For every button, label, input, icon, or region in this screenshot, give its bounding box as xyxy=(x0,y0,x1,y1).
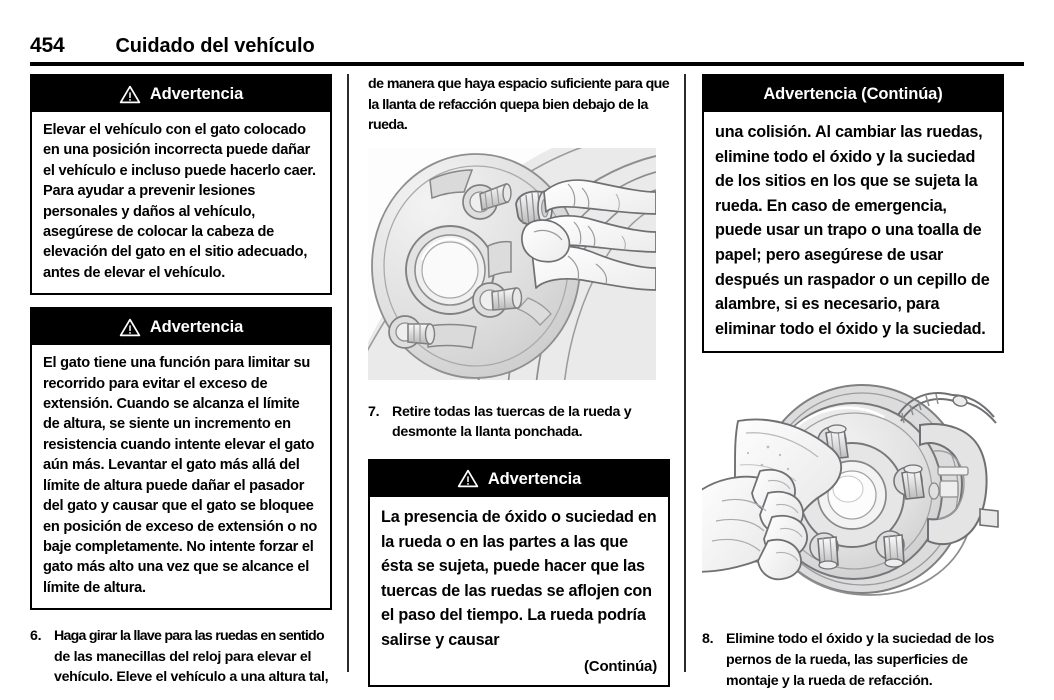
warning-box-rust-dirt: Advertencia La presencia de óxido o suci… xyxy=(368,458,670,688)
warning-triangle-icon xyxy=(119,85,141,103)
warning-box-header: Advertencia (Continúa) xyxy=(704,76,1002,112)
page-number: 454 xyxy=(30,34,65,57)
list-item-step-8: 8. Elimine todo el óxido y la suciedad d… xyxy=(702,629,1004,691)
left-column: Advertencia Elevar el vehículo con el ga… xyxy=(30,74,332,688)
step-text: Haga girar la llave para las ruedas en s… xyxy=(54,626,332,688)
warning-box-body: El gato tiene una función para limitar s… xyxy=(32,345,330,608)
warning-label: Advertencia (Continúa) xyxy=(763,84,943,103)
hand-cleaning-brake-rotor-hub-illustration xyxy=(702,369,1004,608)
spacer xyxy=(368,380,670,402)
wheel-hub-lug-nut-removal-illustration xyxy=(368,147,656,380)
spacer xyxy=(30,295,332,307)
spacer xyxy=(368,136,670,148)
step-text-line-1: Haga girar la llave para las ruedas en s… xyxy=(54,628,325,645)
step-number: 8. xyxy=(702,631,714,648)
column-divider-left xyxy=(347,74,349,672)
warning-text: La presencia de óxido o suciedad en la r… xyxy=(381,507,657,649)
warning-label: Advertencia xyxy=(487,469,582,488)
column-divider-right xyxy=(684,74,686,672)
warning-box-header: Advertencia xyxy=(370,460,668,497)
spacer xyxy=(702,607,1004,629)
warning-box-jack-travel-limit: Advertencia El gato tiene una función pa… xyxy=(30,307,332,611)
middle-column: de manera que haya espacio suficiente pa… xyxy=(368,74,670,688)
warning-box-body: La presencia de óxido o suciedad en la r… xyxy=(370,497,668,685)
warning-triangle-icon xyxy=(457,470,479,488)
header-divider-rule xyxy=(30,62,1024,66)
page-title: Cuidado del vehículo xyxy=(115,35,315,57)
spacer xyxy=(30,610,332,626)
continued-note: (Continúa) xyxy=(584,657,657,675)
warning-label: Advertencia xyxy=(149,318,244,336)
page-header: 454 Cuidado del vehículo xyxy=(30,22,1024,56)
step-number: 7. xyxy=(368,403,380,420)
step-text: Elimine todo el óxido y la suciedad de l… xyxy=(726,631,995,689)
warning-box-header: Advertencia xyxy=(32,76,330,112)
step-text-rest: de las manecillas del reloj para elevar … xyxy=(54,648,329,686)
warning-box-body: Elevar el vehículo con el gato colocado … xyxy=(32,112,330,293)
warning-box-body: una colisión. Al cambiar las ruedas, eli… xyxy=(704,112,1002,351)
list-item-step-6: 6. Haga girar la llave para las ruedas e… xyxy=(30,626,332,688)
warning-box-header: Advertencia xyxy=(32,309,330,346)
right-column: Advertencia (Continúa) una colisión. Al … xyxy=(702,74,1004,691)
warning-triangle-icon xyxy=(119,318,141,336)
warning-box-jack-position: Advertencia Elevar el vehículo con el ga… xyxy=(30,74,332,296)
warning-text: El gato tiene una función para limitar s… xyxy=(43,355,318,596)
step-number: 6. xyxy=(30,628,42,645)
warning-text: Elevar el vehículo con el gato colocado … xyxy=(43,122,316,281)
continuation-paragraph: de manera que haya espacio suficiente pa… xyxy=(368,76,670,134)
warning-label: Advertencia xyxy=(149,84,244,103)
warning-box-continued: Advertencia (Continúa) una colisión. Al … xyxy=(702,74,1004,354)
spacer xyxy=(702,353,1004,369)
spacer xyxy=(368,443,670,459)
warning-text: una colisión. Al cambiar las ruedas, eli… xyxy=(715,123,990,338)
step-text: Retire todas las tuercas de la rueda y d… xyxy=(392,403,632,441)
list-item-step-7: 7. Retire todas las tuercas de la rueda … xyxy=(368,402,670,443)
